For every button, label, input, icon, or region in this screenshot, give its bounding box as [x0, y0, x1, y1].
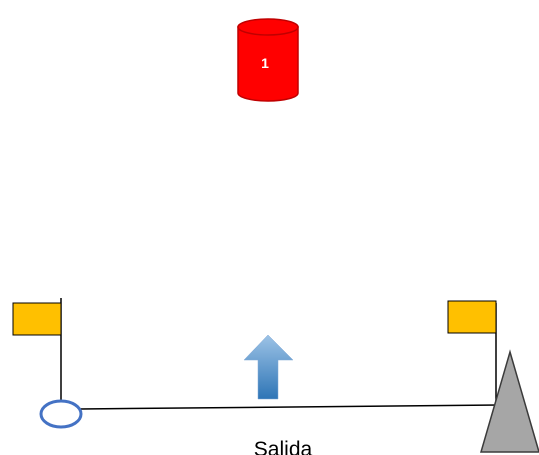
direction-arrow-up-icon — [243, 334, 294, 400]
barrel-number: 1 — [261, 55, 269, 71]
start-line — [79, 404, 500, 410]
left-flag — [12, 298, 62, 401]
left-flag-banner — [12, 302, 62, 336]
barrel-1: 1 — [237, 18, 299, 102]
barrel-top — [237, 18, 299, 36]
start-position-marker — [39, 399, 83, 429]
barrel-body — [237, 26, 299, 102]
right-flag-banner — [447, 300, 497, 334]
cone — [480, 349, 539, 453]
start-label: Salida — [254, 438, 313, 455]
right-flag — [447, 300, 497, 405]
